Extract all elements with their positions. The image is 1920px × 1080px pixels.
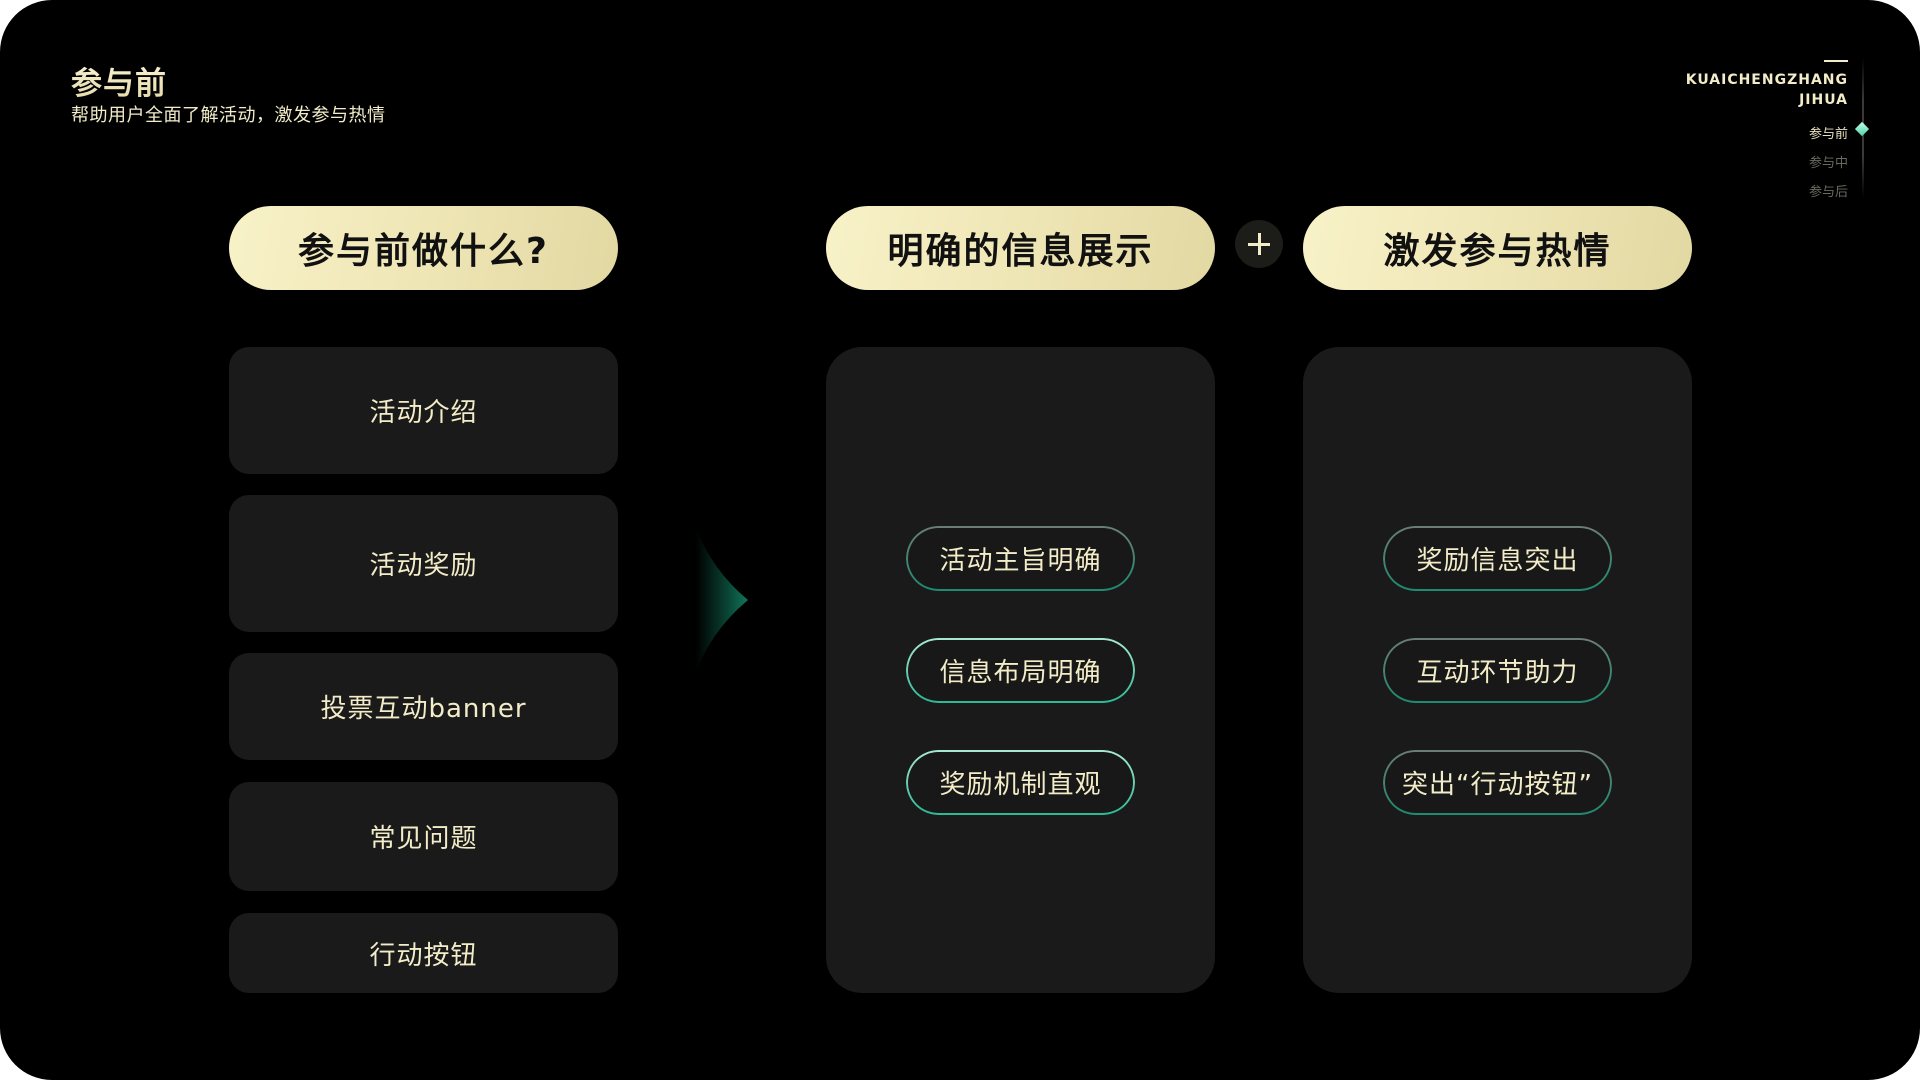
nav-item-after[interactable]: 参与后 [1808,185,1848,200]
tag-label: 信息布局明确 [939,658,1102,688]
card-vote-banner: 投票互动banner [229,653,618,760]
page-title: 参与前 [71,58,167,103]
tag-action-button: 突出“行动按钮” [1383,750,1612,815]
tag-label: 活动主旨明确 [939,546,1102,576]
arrow-right-icon [696,528,748,672]
page-subtitle: 帮助用户全面了解活动，激发参与热情 [71,105,386,126]
card-activity-intro: 活动介绍 [229,347,618,474]
tag-label: 奖励信息突出 [1416,546,1579,576]
heading-motivate: 激发参与热情 [1303,206,1692,290]
heading-what-to-do: 参与前做什么? [229,206,618,290]
brand-line-1: KUAICHENGZHANG [1685,72,1848,88]
tag-interaction: 互动环节助力 [1383,638,1612,703]
tag-layout-clear: 信息布局明确 [906,638,1135,703]
brand-logo-text: KUAICHENGZHANG JIHUA [1686,70,1848,110]
tag-label: 突出“行动按钮” [1402,770,1593,800]
card-label: 投票互动banner [320,694,527,724]
heading-label: 参与前做什么? [298,231,549,272]
diamond-icon [1854,121,1870,137]
nav-item-before[interactable]: 参与前 [1808,127,1848,142]
heading-label: 激发参与热情 [1383,231,1612,272]
tag-reward-highlight: 奖励信息突出 [1383,526,1612,591]
heading-label: 明确的信息展示 [887,231,1154,272]
card-activity-reward: 活动奖励 [229,495,618,632]
heading-clear-info: 明确的信息展示 [826,206,1215,290]
nav-item-during[interactable]: 参与中 [1808,156,1848,171]
card-action-button: 行动按钮 [229,913,618,993]
brand-accent-bar [1824,60,1848,62]
card-label: 行动按钮 [369,940,478,971]
card-label: 活动介绍 [369,398,478,428]
section-nav: 参与前 参与中 参与后 [1809,120,1848,207]
tag-reward-mechanism: 奖励机制直观 [906,750,1135,815]
tag-label: 互动环节助力 [1416,658,1579,688]
card-label: 活动奖励 [369,551,478,581]
tag-activity-purpose: 活动主旨明确 [906,526,1135,591]
card-label: 常见问题 [369,824,478,854]
plus-icon [1235,220,1283,268]
tag-label: 奖励机制直观 [939,770,1102,800]
card-faq: 常见问题 [229,782,618,891]
brand-line-2: JIHUA [1799,92,1848,108]
